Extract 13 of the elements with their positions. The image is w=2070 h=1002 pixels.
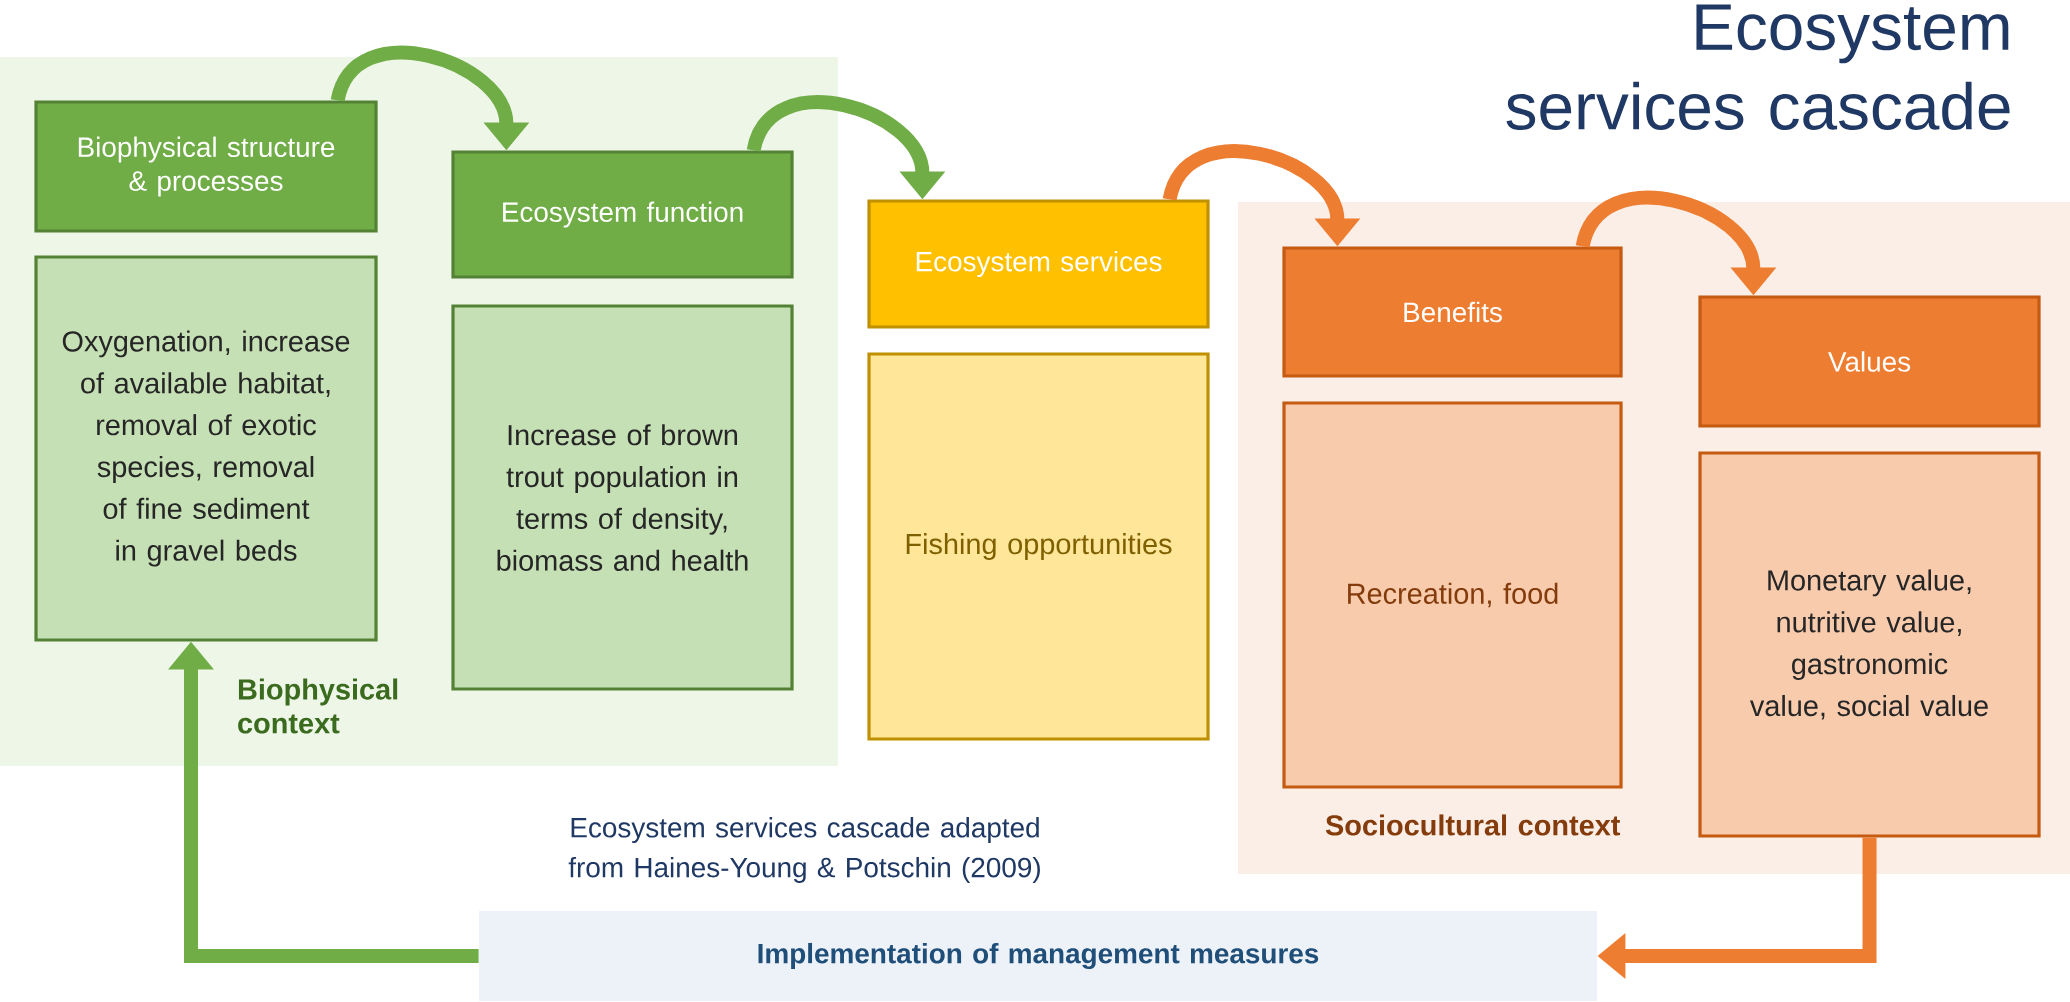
title: Ecosystem services cascade — [1506, 4, 2010, 130]
text-box: Increase of brown trout population in terms of density, biomass and health — [451, 304, 794, 691]
text-box: Oxygenation, increase of available habitat, removal of exotic species, removal of fine sediment in gravel beds — [34, 255, 378, 642]
header-box: Biophysical structure & processes — [34, 100, 378, 233]
text-box: Recreation, food — [1282, 401, 1623, 789]
header-box: Benefits — [1282, 246, 1623, 378]
header-box: Values — [1698, 295, 2041, 428]
header-box: Ecosystem function — [451, 150, 794, 279]
caption: Ecosystem services cascade adapted from Haines-Young & Potschin (2009) — [568, 817, 1040, 883]
action-bar: Implementation of management measures — [479, 911, 1598, 1001]
text-box: Monetary value, nutritive value, gastronomic value, social value — [1698, 451, 2041, 838]
header-box: Ecosystem services — [867, 199, 1210, 329]
text-box: Fishing opportunities — [867, 352, 1210, 741]
